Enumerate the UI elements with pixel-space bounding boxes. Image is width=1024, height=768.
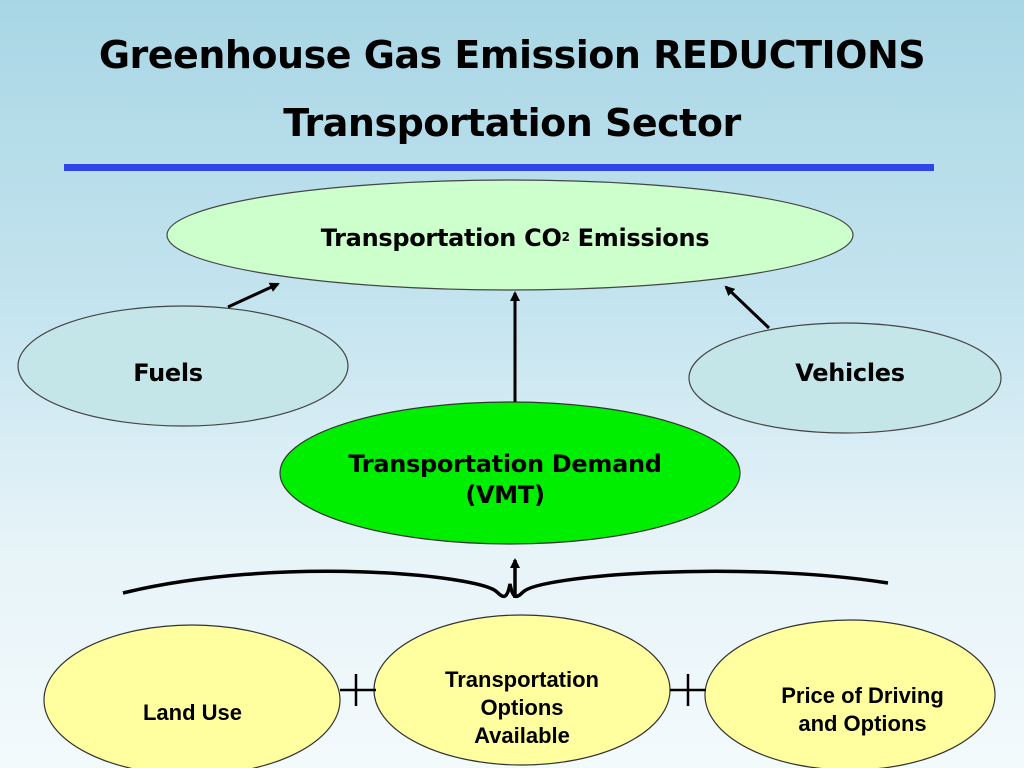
demand-ellipse [279,401,741,545]
options-label-line1: Transportation [444,666,599,692]
price-ellipse [704,619,996,768]
options-label-line2: Options [480,694,564,720]
price-label: Price of Driving and Options [740,676,985,744]
options-label: Transportation Options Available [402,660,642,756]
title-divider [64,164,934,171]
vehicles-ellipse [688,322,1002,434]
fuels-arrow [227,282,280,309]
land-use-ellipse [43,624,341,768]
vehicles-arrow [724,285,771,330]
plus-sign-right [670,674,706,706]
demand-label-line2: (VMT) [465,481,545,509]
land-use-label: Land Use [142,699,243,725]
slide-title-line2: Transportation Sector [283,101,741,145]
price-label-line1: Price of Driving [781,682,944,708]
plus-sign-left [340,674,376,706]
slide-title-line1: Greenhouse Gas Emission REDUCTIONS [98,33,926,77]
demand-label: Transportation Demand (VMT) [300,440,710,520]
fuels-ellipse [17,305,349,427]
emissions-label-sub: 2 [561,230,570,245]
demand-label-line1: Transportation Demand [348,450,662,479]
price-label-line2: and Options [798,711,927,736]
emissions-ellipse [166,179,854,291]
emissions-label-pre: Transportation CO [320,223,562,252]
combining-brace [122,569,889,599]
fuels-label: Fuels [133,358,203,387]
emissions-label-post: Emissions [569,223,710,252]
vehicles-label: Vehicles [795,358,905,387]
options-label-line3: Available [474,723,570,749]
